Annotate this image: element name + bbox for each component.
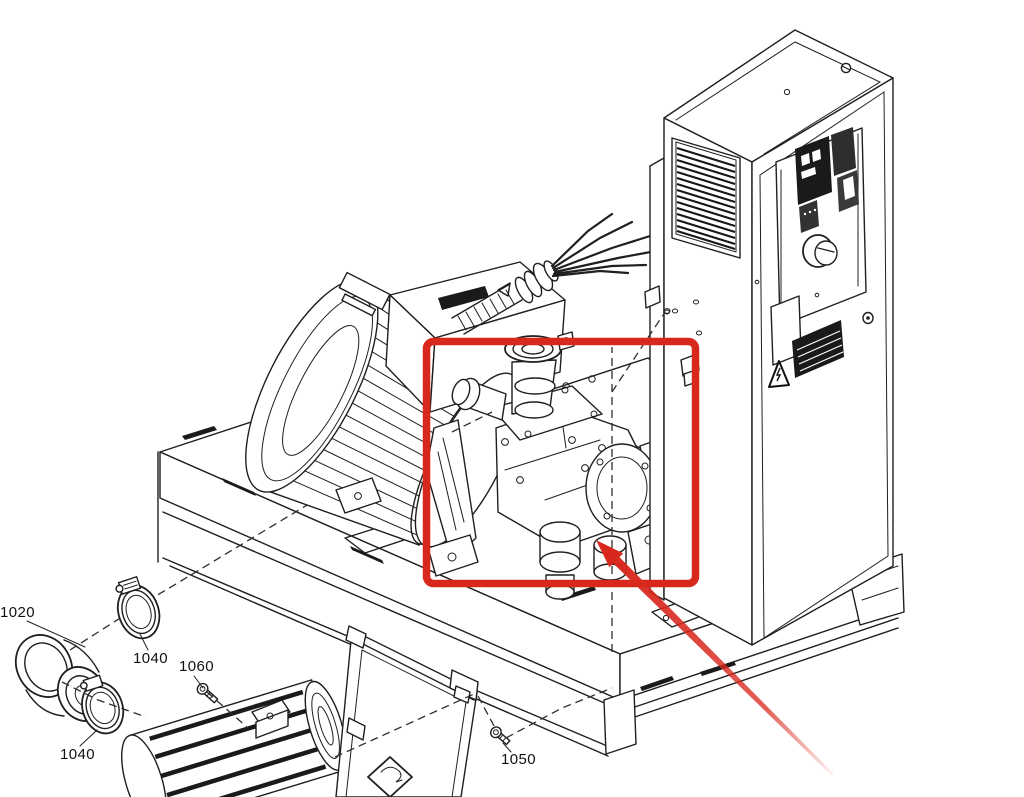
highlight-rectangle [422, 337, 700, 588]
part-label-1040-upper: 1040 [133, 650, 168, 667]
part-label-1020: 1020 [0, 604, 35, 621]
callout-arrow [596, 540, 834, 776]
part-label-1040-lower: 1040 [60, 746, 95, 763]
brand-logo-icon [367, 756, 413, 797]
electronics-window [775, 127, 867, 327]
nameplate-label [792, 320, 844, 378]
control-cabinet [644, 29, 894, 646]
motor-cables [550, 212, 658, 278]
screw-1050 [489, 726, 511, 746]
screw-1060 [196, 682, 219, 704]
motor-foot [335, 477, 382, 514]
cable-conduit [451, 212, 658, 335]
part-label-1050: 1050 [501, 751, 536, 768]
hose-clamp-lower [79, 674, 125, 735]
air-filter [121, 679, 347, 797]
assembly-dashed-lines [61, 308, 671, 758]
main-switch-knob [802, 234, 838, 268]
louver-vent [671, 137, 741, 259]
hose-clamp-upper [115, 576, 161, 640]
part-label-1060: 1060 [179, 658, 214, 675]
label-leader-lines [26, 620, 512, 753]
door-panel [335, 625, 479, 797]
warning-triangle-icon [768, 360, 790, 388]
